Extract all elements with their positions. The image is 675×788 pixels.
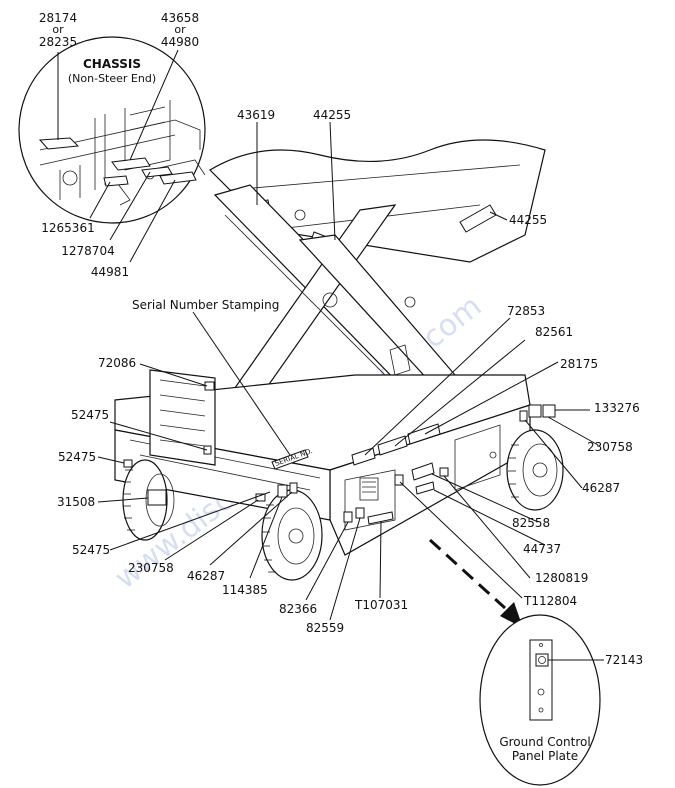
label-52475-a: 52475	[71, 408, 109, 422]
label-72853: 72853	[507, 304, 545, 318]
decal-82558	[411, 462, 435, 481]
label-28235: 28235	[39, 35, 77, 49]
decal-1280819	[439, 467, 449, 477]
chassis-subtitle: (Non-Steer End)	[68, 72, 156, 85]
decal-46287-right	[519, 410, 528, 422]
decal-46287-left	[289, 482, 298, 494]
label-46287-left: 46287	[187, 569, 225, 583]
wheel-front-right	[261, 489, 323, 581]
label-44737: 44737	[523, 542, 561, 556]
part-labels: 43619 44255 44255 Serial Number Stamping…	[57, 108, 643, 763]
label-44981: 44981	[91, 265, 129, 279]
decal-72086	[204, 381, 215, 391]
label-82561: 82561	[535, 325, 573, 339]
panel-caption-line2: Panel Plate	[512, 749, 578, 763]
decal-44737	[415, 481, 435, 495]
label-serial-number-stamping: Serial Number Stamping	[132, 298, 279, 312]
label-28175: 28175	[560, 357, 598, 371]
decal-133276	[528, 404, 542, 418]
decal-52475-b	[123, 459, 133, 468]
decal-72143	[535, 653, 549, 667]
decal-43658-chassis	[111, 157, 151, 171]
label-1280819: 1280819	[535, 571, 588, 585]
decal-230758-right	[542, 404, 556, 418]
decal-52475-c	[203, 445, 212, 455]
label-114385: 114385	[222, 583, 268, 597]
label-52475-b: 52475	[58, 450, 96, 464]
decal-82561	[377, 435, 408, 456]
label-46287-right: 46287	[582, 481, 620, 495]
leader-lines	[97, 121, 599, 621]
chassis-title: CHASSIS	[83, 57, 141, 71]
label-43658: 43658	[161, 11, 199, 25]
label-230758-left: 230758	[128, 561, 174, 575]
label-or-right: or	[174, 23, 186, 36]
label-133276: 133276	[594, 401, 640, 415]
label-1278704: 1278704	[61, 244, 114, 258]
label-72143: 72143	[605, 653, 643, 667]
label-or-left: or	[52, 23, 64, 36]
decal-72853	[351, 447, 376, 466]
label-43619: 43619	[237, 108, 275, 122]
decal-T112804	[394, 474, 404, 486]
label-T107031: T107031	[354, 598, 408, 612]
panel-inset	[479, 614, 604, 786]
label-72086: 72086	[98, 356, 136, 370]
label-T112804: T112804	[523, 594, 577, 608]
decal-28175	[407, 423, 441, 445]
chassis-inset: CHASSIS (Non-Steer End)	[18, 36, 206, 263]
decal-44981-chassis	[159, 171, 197, 185]
chassis-sketch	[38, 100, 206, 206]
chassis-decals	[123, 381, 556, 525]
label-82366: 82366	[279, 602, 317, 616]
decal-31508	[147, 489, 167, 506]
decal-82366	[343, 511, 353, 523]
label-44980: 44980	[161, 35, 199, 49]
decal-T107031	[367, 511, 394, 525]
label-52475-c: 52475	[72, 543, 110, 557]
decal-114385	[277, 484, 288, 498]
label-1265361: 1265361	[41, 221, 94, 235]
wheel-rear-right	[506, 429, 564, 511]
label-44255-a: 44255	[313, 108, 351, 122]
chassis-inset-circle	[18, 36, 206, 224]
label-230758-right: 230758	[587, 440, 633, 454]
decal-82559	[355, 507, 365, 519]
decal-28174-chassis	[38, 137, 80, 150]
label-28174: 28174	[39, 11, 77, 25]
panel-caption-line1: Ground Control	[499, 735, 590, 749]
label-31508: 31508	[57, 495, 95, 509]
label-44255-b: 44255	[509, 213, 547, 227]
label-82558: 82558	[512, 516, 550, 530]
label-82559: 82559	[306, 621, 344, 635]
decal-1265361-chassis	[103, 175, 129, 187]
